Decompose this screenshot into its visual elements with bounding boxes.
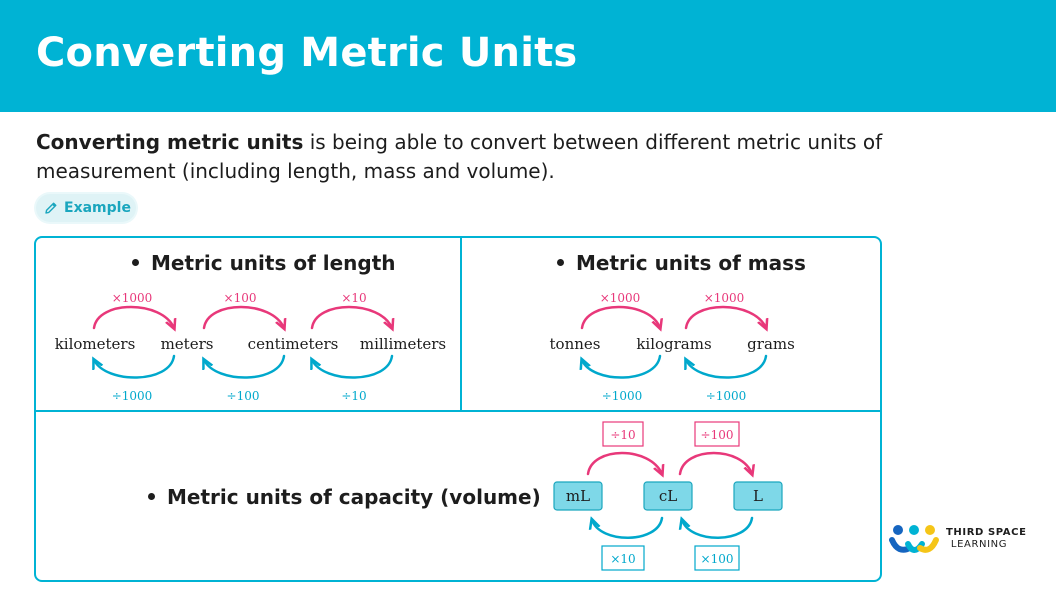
capacity-unit: mL [566,487,590,505]
pencil-icon [45,202,57,214]
length-divide-label: ÷1000 [112,389,153,403]
example-button[interactable]: Example [36,194,136,222]
capacity-multiply-box [694,545,740,571]
third-space-learning-logo: THIRD SPACE LEARNING [888,522,1026,558]
mass-divide-arrow [582,354,662,379]
capacity-unit-box [733,481,783,511]
capacity-divide-box [602,421,644,447]
length-title-text: Metric units of length [151,251,396,275]
mass-unit: grams [747,335,795,353]
capacity-divide-arrow [586,451,662,474]
mass-title-text: Metric units of mass [576,251,806,275]
bullet-icon [557,259,564,266]
mass-multiply-arrow [684,305,766,328]
length-multiply-label: ×1000 [112,291,153,305]
length-multiply-arrow [202,305,284,328]
capacity-multiply-box [601,545,645,571]
bullet-icon [148,493,155,500]
capacity-multiply-arrow [592,518,664,539]
length-unit: centimeters [248,335,339,353]
example-button-label: Example [64,200,131,216]
capacity-divide-label: ÷10 [610,428,635,442]
mass-unit: kilograms [636,335,711,353]
length-divide-arrow [94,354,176,379]
horizontal-divider [36,410,880,412]
length-divide-label: ÷100 [227,389,260,403]
length-divide-arrow [204,354,286,379]
length-unit: meters [161,335,214,353]
mass-multiply-arrow [580,305,660,328]
capacity-divide-arrow [678,451,752,474]
capacity-unit: cL [659,487,677,505]
capacity-multiply-label: ×10 [610,552,635,566]
length-multiply-arrow [310,305,392,328]
length-multiply-label: ×100 [224,291,257,305]
conversion-diagrams: kilometers meters centimeters millimeter… [55,291,795,571]
logo-line-1: THIRD SPACE [946,527,1027,538]
capacity-section-title: Metric units of capacity (volume) [148,485,541,509]
mass-divide-label: ÷1000 [706,389,747,403]
vertical-divider [460,238,462,410]
logo-line-2: LEARNING [950,539,1008,550]
bullet-icon [132,259,139,266]
length-section-title: Metric units of length [132,251,396,275]
capacity-divide-box [694,421,740,447]
page-header: Converting Metric Units [0,0,1056,112]
capacity-unit-box [553,481,603,511]
length-divide-label: ÷10 [341,389,366,403]
mass-divide-arrow [686,354,768,379]
capacity-multiply-arrow [682,518,754,539]
intro-paragraph: Converting metric units is being able to… [36,128,1026,186]
mass-section-title: Metric units of mass [557,251,806,275]
mass-unit: tonnes [550,335,601,353]
length-multiply-label: ×10 [341,291,366,305]
intro-bold-term: Converting metric units [36,130,304,154]
length-multiply-arrow [92,305,174,328]
intro-definition: is being able to convert between differe… [36,130,883,183]
capacity-multiply-label: ×100 [701,552,734,566]
logo-mark-icon [889,525,939,553]
capacity-unit: L [753,487,763,505]
length-unit: kilometers [55,335,136,353]
mass-multiply-label: ×1000 [600,291,641,305]
capacity-title-text: Metric units of capacity (volume) [167,485,541,509]
capacity-unit-box [643,481,693,511]
capacity-divide-label: ÷100 [701,428,734,442]
mass-multiply-label: ×1000 [704,291,745,305]
conversion-panel: Metric units of length Metric units of m… [34,236,882,582]
length-divide-arrow [312,354,394,379]
page-title: Converting Metric Units [36,30,578,76]
mass-divide-label: ÷1000 [602,389,643,403]
length-unit: millimeters [360,335,446,353]
